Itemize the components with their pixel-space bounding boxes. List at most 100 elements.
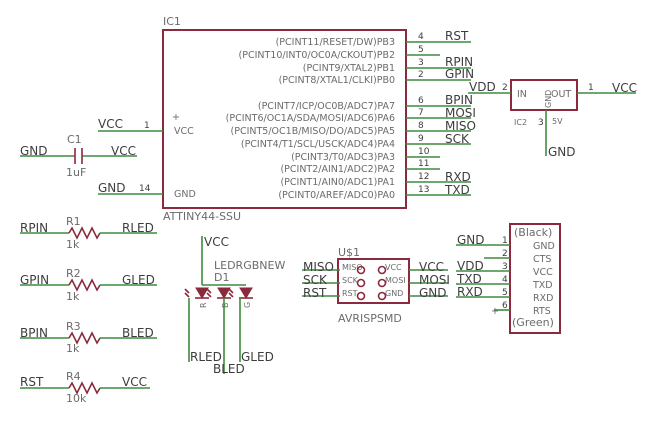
ic1-pin-pa1: (PCINT1/AIN0/ADC1)PA1 12 RXD [280,170,471,188]
svg-text:R1: R1 [66,215,81,228]
svg-text:RST: RST [20,375,44,389]
svg-text:GLED: GLED [122,273,155,287]
svg-text:RLED: RLED [122,221,154,235]
ic2-in-pin: 2 [502,83,508,93]
svg-text:2: 2 [502,249,508,259]
ic1-pin-pa4: (PCINT4/T1/SCL/USCK/ADC4)PA4 9 SCK [241,132,471,150]
net-label: VCC [98,117,123,131]
svg-text:RST: RST [445,29,469,43]
svg-text:GND: GND [533,241,555,252]
svg-text:MOSI: MOSI [419,273,450,287]
d1-designator: D1 [214,271,229,284]
ic1-pin-pa3: (PCINT3/T0/ADC3)PA3 10 [291,147,440,163]
svg-text:VDD: VDD [457,259,484,273]
svg-text:GPIN: GPIN [445,67,474,81]
pin-number: 14 [139,184,151,194]
ic1-left-pin-vcc: VCC 1 + VCC [98,112,194,137]
svg-text:3: 3 [502,262,508,272]
ic1-pin-pb2: (PCINT10/INT0/OC0A/CKOUT)PB2 5 [239,45,440,61]
svg-text:10k: 10k [66,392,87,405]
isp-header-u1[interactable]: U$1 AVRISPSMD MISO SCK RST VCC MOSI GND … [302,246,450,325]
d1-part: LEDRGBNEW [214,259,285,272]
d1-pin-b: B [221,303,230,309]
resistor-r1[interactable]: R1 RPIN RLED 1k [20,215,157,251]
u1-part: AVRISPSMD [338,312,402,325]
svg-text:10: 10 [418,147,430,157]
led-d1[interactable]: VCC LEDRGBNEW D1 R B G RLED BLED GLED [184,235,285,376]
ic1-part: ATTINY44-SSU [163,210,241,223]
svg-text:1k: 1k [66,290,80,303]
c1-right-net: VCC [111,144,136,158]
svg-text:RXD: RXD [445,170,471,184]
svg-text:TXD: TXD [456,272,482,286]
plus-mark: + [172,112,180,123]
svg-text:RPIN: RPIN [445,55,473,69]
svg-text:RST: RST [342,289,358,298]
ic2-gnd-net: GND [548,145,576,159]
svg-text:9: 9 [418,134,424,144]
ic1-pin-pa2: (PCINT2/AIN1/ADC2)PA2 11 [280,159,440,175]
resistor-r4[interactable]: R4 RST VCC 10k [20,370,150,405]
ic1-pin-pb0: (PCINT8/XTAL1/CLKI)PB0 2 GPIN [279,67,474,86]
svg-text:BPIN: BPIN [445,93,473,107]
c1-value: 1uF [66,166,86,179]
capacitor-c1[interactable]: C1 GND VCC 1uF [20,133,137,179]
svg-text:CTS: CTS [533,254,551,265]
pin-name: GND [174,189,196,200]
ftdi-header[interactable]: (Black) (Green) + GND VDD TXD RXD 1 2 3 … [456,223,561,334]
svg-text:BPIN: BPIN [20,326,48,340]
svg-text:GND: GND [419,286,447,300]
ic2-regulator[interactable]: VDD 2 IN OUT 1 VCC GND 3 IC2 5V GND [468,79,637,159]
pin-name: VCC [174,126,194,137]
svg-text:TXD: TXD [532,280,553,291]
d1-net-r: RLED [190,350,222,364]
svg-text:(PCINT6/OC1A/SDA/MOSI/ADC6)PA6: (PCINT6/OC1A/SDA/MOSI/ADC6)PA6 [226,113,395,124]
svg-text:6: 6 [418,96,424,106]
svg-text:VCC: VCC [419,260,444,274]
d1-net-b: BLED [213,362,245,376]
ic1-pin-pa6: (PCINT6/OC1A/SDA/MOSI/ADC6)PA6 7 MOSI [226,106,476,124]
d1-top-net: VCC [204,235,229,249]
svg-text:R4: R4 [66,370,81,383]
svg-text:1: 1 [502,236,508,246]
svg-text:MISO: MISO [303,260,334,274]
svg-text:RST: RST [303,286,327,300]
svg-text:SCK: SCK [445,132,470,146]
svg-text:13: 13 [418,185,429,195]
svg-text:(PCINT10/INT0/OC0A/CKOUT)PB2: (PCINT10/INT0/OC0A/CKOUT)PB2 [239,50,395,61]
ftdi-top-label: (Black) [514,226,552,239]
svg-text:RTS: RTS [533,306,551,317]
svg-text:BLED: BLED [122,326,154,340]
svg-text:(PCINT5/OC1B/MISO/DO/ADC5)PA5: (PCINT5/OC1B/MISO/DO/ADC5)PA5 [231,126,395,137]
svg-text:(PCINT0/AREF/ADC0)PA0: (PCINT0/AREF/ADC0)PA0 [278,190,395,201]
svg-text:(PCINT3/T0/ADC3)PA3: (PCINT3/T0/ADC3)PA3 [291,152,395,163]
ic1-pin-pb3: (PCINT11/RESET/DW)PB3 4 RST [276,29,471,48]
svg-text:(PCINT9/XTAL2)PB1: (PCINT9/XTAL2)PB1 [303,63,395,74]
ic2-out-label: OUT [551,89,571,100]
ic2-value: 5V [552,117,563,126]
svg-text:MISO: MISO [445,119,476,133]
ftdi-body [509,223,561,334]
resistor-r2[interactable]: R2 GPIN GLED 1k [20,267,157,303]
ic1[interactable]: IC1 ATTINY44-SSU VCC 1 + VCC GND 14 GND … [98,15,476,223]
svg-text:(PCINT11/RESET/DW)PB3: (PCINT11/RESET/DW)PB3 [276,37,395,48]
svg-text:(PCINT8/XTAL1/CLKI)PB0: (PCINT8/XTAL1/CLKI)PB0 [279,75,395,86]
resistor-r3[interactable]: R3 BPIN BLED 1k [20,320,157,355]
svg-text:GND: GND [385,289,403,298]
svg-text:6: 6 [502,301,508,311]
ic2-gnd-pin: 3 [538,118,544,128]
svg-text:(PCINT2/AIN1/ADC2)PA2: (PCINT2/AIN1/ADC2)PA2 [280,164,395,175]
svg-text:12: 12 [418,172,429,182]
svg-text:RPIN: RPIN [20,221,48,235]
svg-text:R2: R2 [66,267,81,280]
svg-text:VCC: VCC [385,263,402,272]
svg-text:MISO: MISO [342,263,363,272]
svg-text:4: 4 [502,275,508,285]
ic1-pin-pa5: (PCINT5/OC1B/MISO/DO/ADC5)PA5 8 MISO [231,119,476,137]
ic2-out-pin: 1 [588,83,594,93]
svg-text:8: 8 [418,121,424,131]
ic2-in-label: IN [517,89,527,100]
u1-designator: U$1 [338,246,360,259]
svg-text:1k: 1k [66,342,80,355]
